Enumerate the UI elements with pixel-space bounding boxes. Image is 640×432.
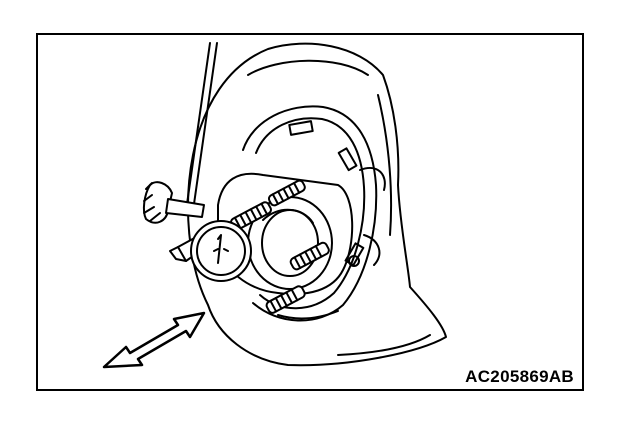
indicator-knob xyxy=(142,181,173,224)
wheel-stud xyxy=(265,285,306,314)
hub-endplay-illustration xyxy=(102,42,447,369)
magnetic-base-rod xyxy=(185,42,218,212)
indicator-face xyxy=(190,220,252,282)
indicator-stem xyxy=(165,198,205,218)
dial-indicator xyxy=(142,181,252,282)
wheel-stud xyxy=(267,179,306,207)
illustration-frame: AC205869AB xyxy=(36,33,584,391)
brake-shoe xyxy=(242,105,386,322)
indicator-needle xyxy=(217,234,222,264)
movement-arrow xyxy=(102,311,206,369)
figure-code: AC205869AB xyxy=(465,367,574,386)
wheel-stud xyxy=(289,241,330,271)
